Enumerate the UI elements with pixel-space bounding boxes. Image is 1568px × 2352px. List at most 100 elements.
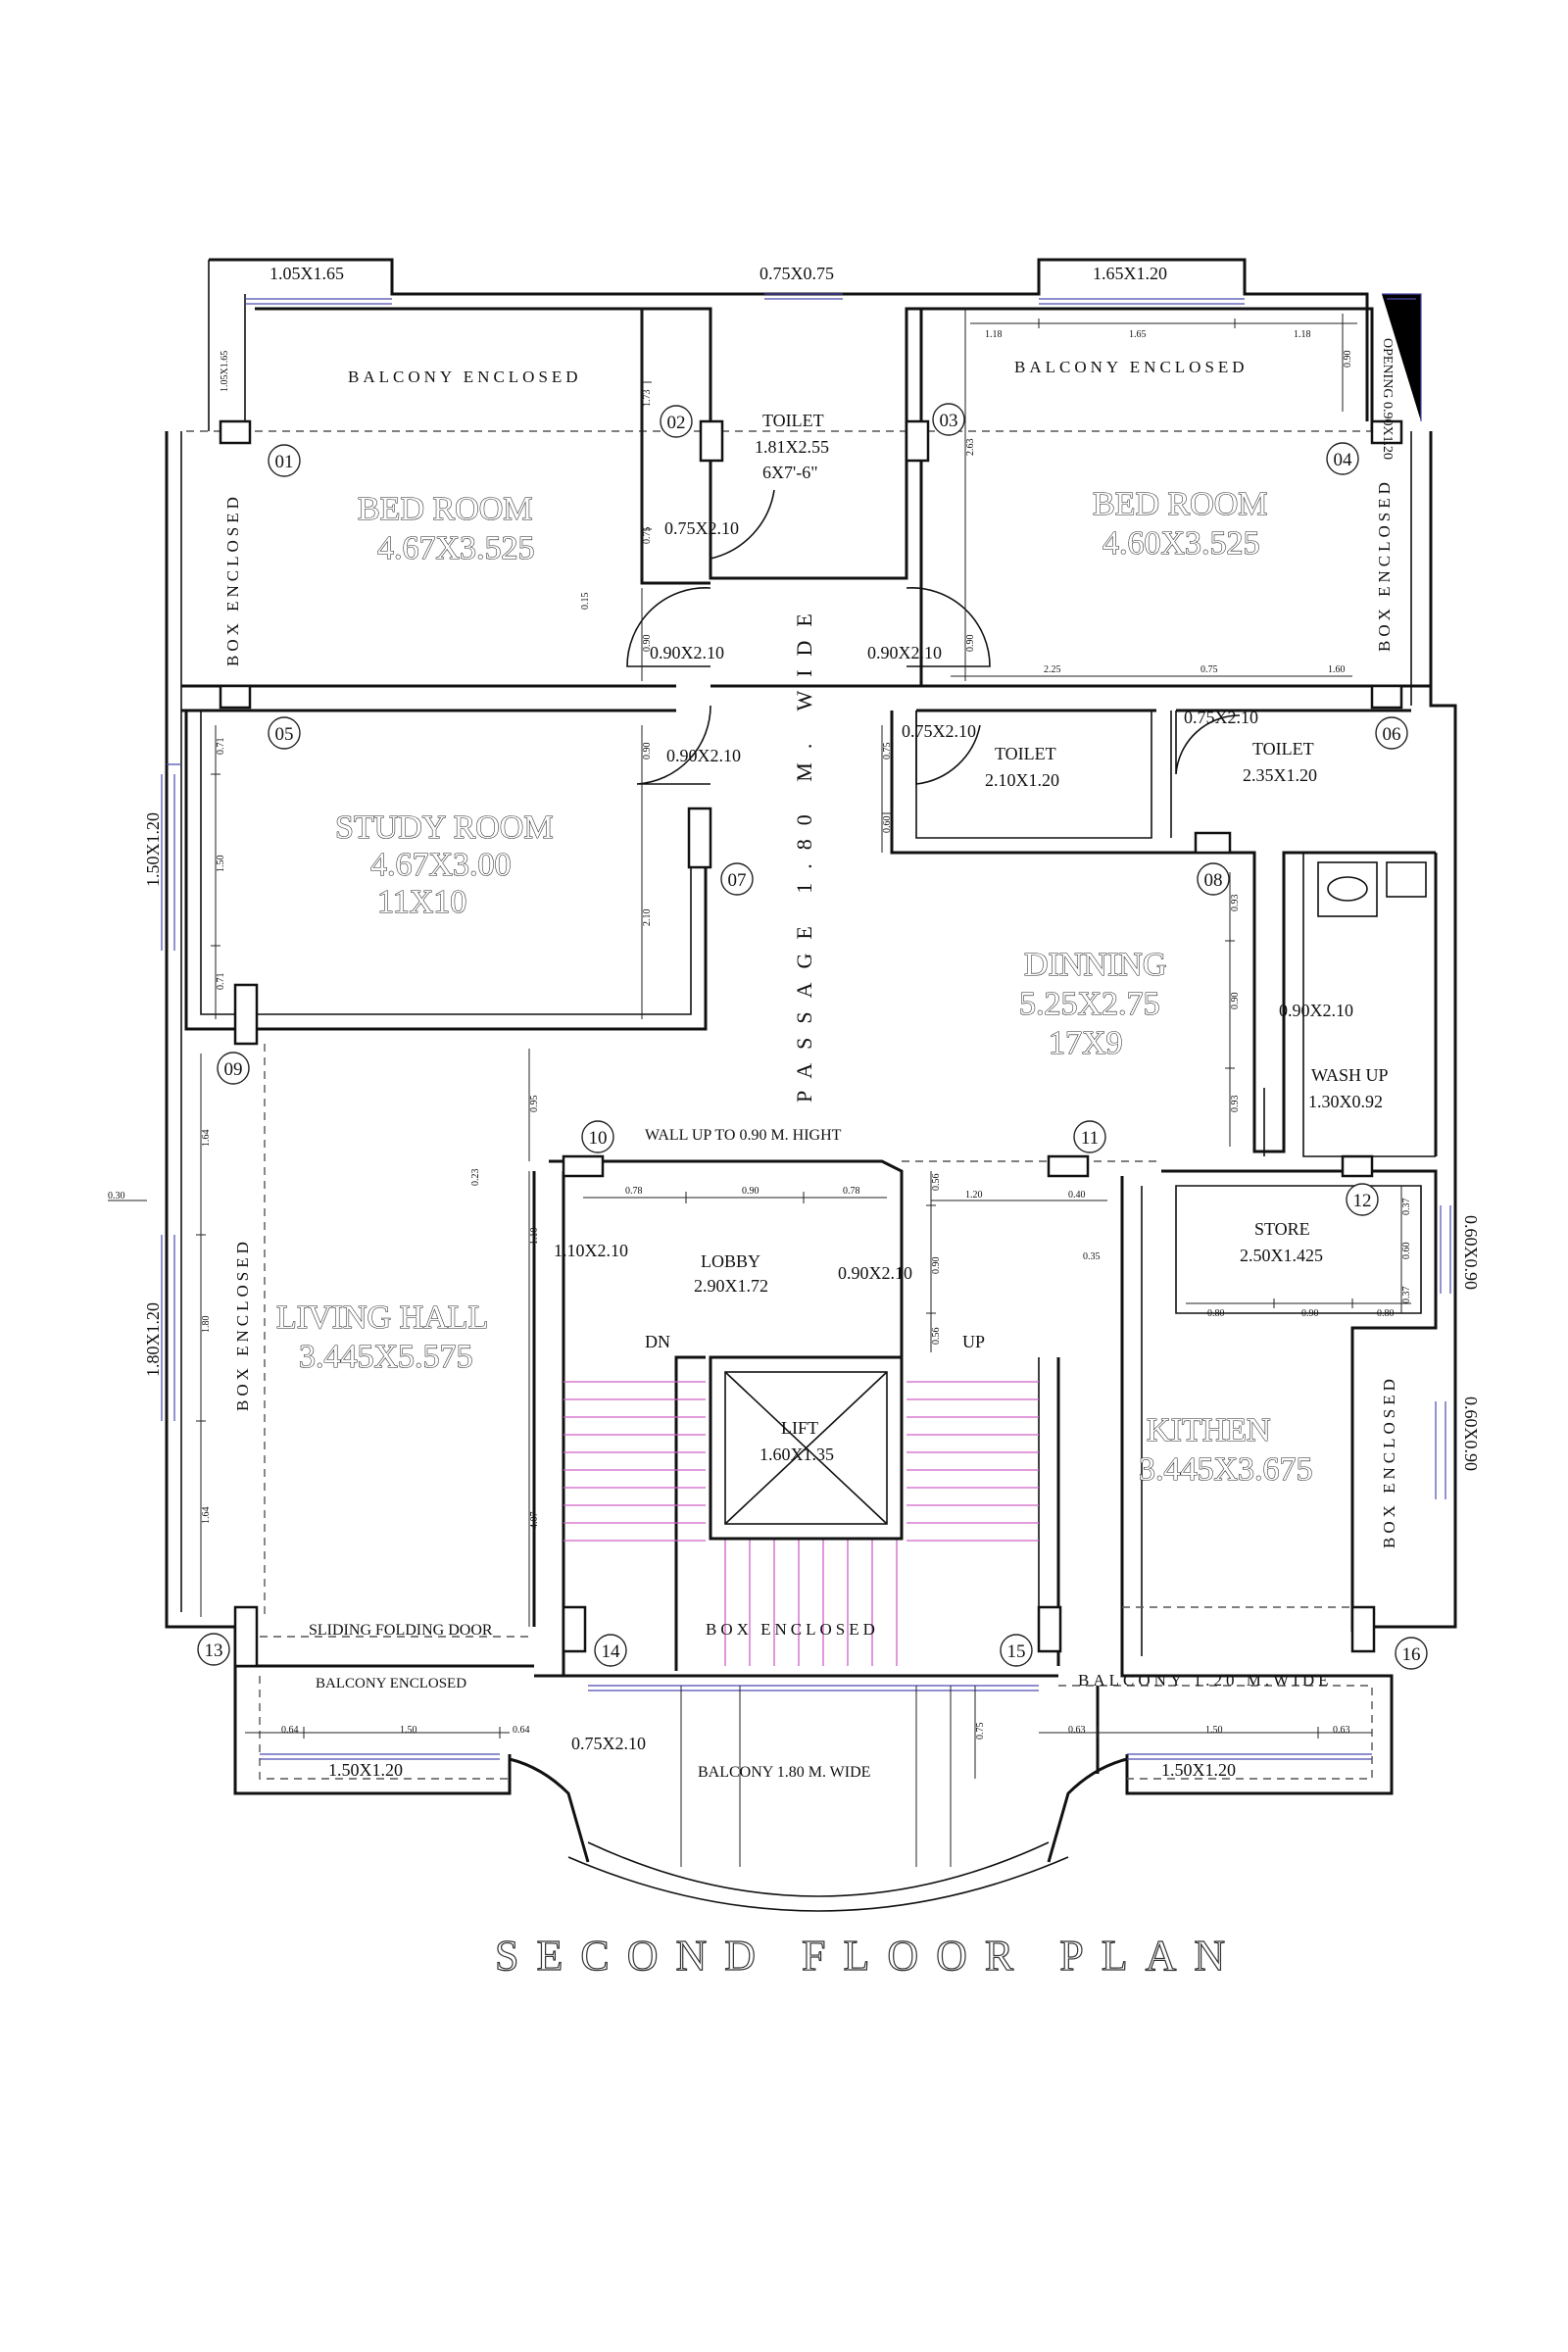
column-marker-circle bbox=[720, 862, 754, 896]
column-marker-label: 04 bbox=[1334, 450, 1353, 470]
dim-1-73: 1.73 bbox=[642, 390, 653, 408]
dim-0-90-f: 0.90 bbox=[742, 1186, 760, 1197]
passage-label: PASSAGE 1.80 M. WIDE bbox=[792, 600, 816, 1102]
window-top-center: 0.75X0.75 bbox=[760, 264, 834, 283]
column-marker-circle bbox=[197, 1633, 230, 1666]
dim-0-75-d: 0.75 bbox=[975, 1723, 986, 1740]
stair-dn-label: DN bbox=[645, 1332, 670, 1351]
column-marker-label: 01 bbox=[275, 452, 294, 472]
box-enclosed-stair: BOX ENCLOSED bbox=[706, 1620, 879, 1639]
dim-0-71-a: 0.71 bbox=[216, 738, 226, 756]
dim-1-65: 1.65 bbox=[1129, 329, 1147, 340]
window-bottom-right: 1.50X1.20 bbox=[1161, 1760, 1236, 1780]
column-marker-circle bbox=[1326, 442, 1359, 475]
dinning-size: 5.25X2.75 bbox=[1019, 986, 1160, 1022]
dim-1-64-a: 1.64 bbox=[201, 1130, 212, 1148]
toilet-top-name: TOILET bbox=[762, 411, 824, 430]
column-marker-label: 10 bbox=[589, 1128, 608, 1149]
window-living: 1.80X1.20 bbox=[143, 1302, 163, 1377]
column-marker-circle bbox=[932, 403, 965, 436]
dim-0-71-b: 0.71 bbox=[216, 973, 226, 991]
door-toilet-right: 0.75X2.10 bbox=[1184, 708, 1258, 727]
door-bed2: 0.90X2.10 bbox=[867, 643, 942, 662]
window-kitchen: 0.60X0.90 bbox=[1461, 1396, 1481, 1471]
column-marker-circle bbox=[581, 1120, 614, 1153]
dim-0-15: 0.15 bbox=[580, 593, 591, 611]
dim-1-18-b: 1.18 bbox=[1294, 329, 1311, 340]
box-enclosed-right-bottom: BOX ENCLOSED bbox=[1380, 1375, 1398, 1548]
dim-1-50-b: 1.50 bbox=[400, 1725, 417, 1736]
bed1-name: BED ROOM bbox=[358, 491, 533, 527]
dim-2-63: 2.63 bbox=[965, 439, 976, 457]
bed2-size: 4.60X3.525 bbox=[1102, 525, 1260, 562]
toilet-right-name: TOILET bbox=[1252, 739, 1314, 759]
dim-1-80: 1.80 bbox=[201, 1316, 212, 1334]
column-marker-label: 05 bbox=[275, 724, 294, 745]
column-marker-circle bbox=[594, 1634, 627, 1667]
dim-1-18-a: 1.18 bbox=[985, 329, 1003, 340]
door-study: 0.90X2.10 bbox=[666, 746, 741, 765]
dim-0-60-b: 0.60 bbox=[1401, 1243, 1412, 1260]
plan-title: SECOND FLOOR PLAN bbox=[495, 1932, 1243, 1980]
toilet-mid-name: TOILET bbox=[995, 744, 1056, 763]
column-marker-circle bbox=[1073, 1120, 1106, 1153]
dim-0-93-a: 0.93 bbox=[1230, 895, 1241, 912]
door-toilet-top: 0.75X2.10 bbox=[664, 518, 739, 538]
window-left-vertical: 1.05X1.65 bbox=[220, 351, 230, 392]
washup-size: 1.30X0.92 bbox=[1308, 1092, 1383, 1111]
dim-0-75-a: 0.75 bbox=[642, 527, 653, 545]
dim-1-60-a: 1.60 bbox=[1328, 664, 1346, 675]
window-top-left: 1.05X1.65 bbox=[270, 264, 344, 283]
dim-0-37-b: 0.37 bbox=[1401, 1287, 1412, 1304]
toilet-top-size-ft: 6X7'-6" bbox=[762, 463, 818, 482]
dim-0-80-a: 0.80 bbox=[1207, 1308, 1225, 1319]
dim-0-93-b: 0.93 bbox=[1230, 1096, 1241, 1113]
column-marker-circle bbox=[268, 444, 301, 477]
dim-0-90-a: 0.90 bbox=[1343, 351, 1353, 368]
kitchen-size: 3.445X3.675 bbox=[1139, 1451, 1313, 1488]
dim-1-20: 1.20 bbox=[965, 1190, 983, 1200]
window-store: 0.60X0.90 bbox=[1461, 1215, 1481, 1290]
bed1-size: 4.67X3.525 bbox=[377, 530, 535, 566]
door-bed1: 0.90X2.10 bbox=[650, 643, 724, 662]
column-marker-label: 02 bbox=[667, 413, 686, 433]
door-toilet-mid: 0.75X2.10 bbox=[902, 721, 976, 741]
staircase bbox=[564, 1355, 1039, 1666]
dim-0-35: 0.35 bbox=[1083, 1251, 1101, 1262]
balcony-120-label: BALCONY 1.20 M.WIDE bbox=[1078, 1671, 1333, 1690]
toilet-top-size: 1.81X2.55 bbox=[755, 437, 829, 457]
column-marker-label: 06 bbox=[1383, 724, 1401, 745]
door-balcony: 0.75X2.10 bbox=[571, 1734, 646, 1753]
dim-0-90-e: 0.90 bbox=[1230, 993, 1241, 1010]
dim-0-90-g: 0.90 bbox=[931, 1257, 942, 1275]
washup-name: WASH UP bbox=[1311, 1065, 1389, 1085]
toilet-right-size: 2.35X1.20 bbox=[1243, 765, 1317, 785]
dim-0-64-a: 0.64 bbox=[281, 1725, 299, 1736]
box-enclosed-left-bottom: BOX ENCLOSED bbox=[233, 1238, 252, 1411]
wash-fixtures bbox=[1317, 861, 1427, 917]
column-marker-label: 11 bbox=[1081, 1128, 1099, 1149]
dim-0-60: 0.60 bbox=[882, 816, 893, 834]
dim-0-63-a: 0.63 bbox=[1068, 1725, 1086, 1736]
column-marker-label: 07 bbox=[728, 870, 747, 891]
room-labels: BED ROOM 4.67X3.525 BED ROOM 4.60X3.525 … bbox=[275, 411, 1389, 1489]
lift-size: 1.60X1.35 bbox=[760, 1445, 834, 1464]
column-marker-circle bbox=[660, 405, 693, 438]
dim-0-80-b: 0.80 bbox=[1377, 1308, 1395, 1319]
column-marker-circle bbox=[1395, 1637, 1428, 1670]
outer-walls bbox=[165, 258, 1457, 1912]
balcony-enclosed-right: BALCONY ENCLOSED bbox=[1014, 358, 1249, 376]
column-marker-label: 08 bbox=[1204, 870, 1223, 891]
dim-1-10: 1.10 bbox=[529, 1228, 540, 1246]
column-marker-label: 13 bbox=[205, 1641, 223, 1661]
window-bottom-left: 1.50X1.20 bbox=[328, 1760, 403, 1780]
wall-note: WALL UP TO 0.90 M. HIGHT bbox=[645, 1127, 842, 1144]
column-marker-circle bbox=[1000, 1634, 1033, 1667]
study-size: 4.67X3.00 bbox=[370, 847, 512, 883]
column-marker-circle bbox=[217, 1052, 250, 1085]
study-name: STUDY ROOM bbox=[335, 809, 554, 846]
toilet-mid-size: 2.10X1.20 bbox=[985, 770, 1059, 790]
column-marker-circle bbox=[1346, 1183, 1379, 1216]
dim-0-90-d: 0.90 bbox=[642, 743, 653, 760]
